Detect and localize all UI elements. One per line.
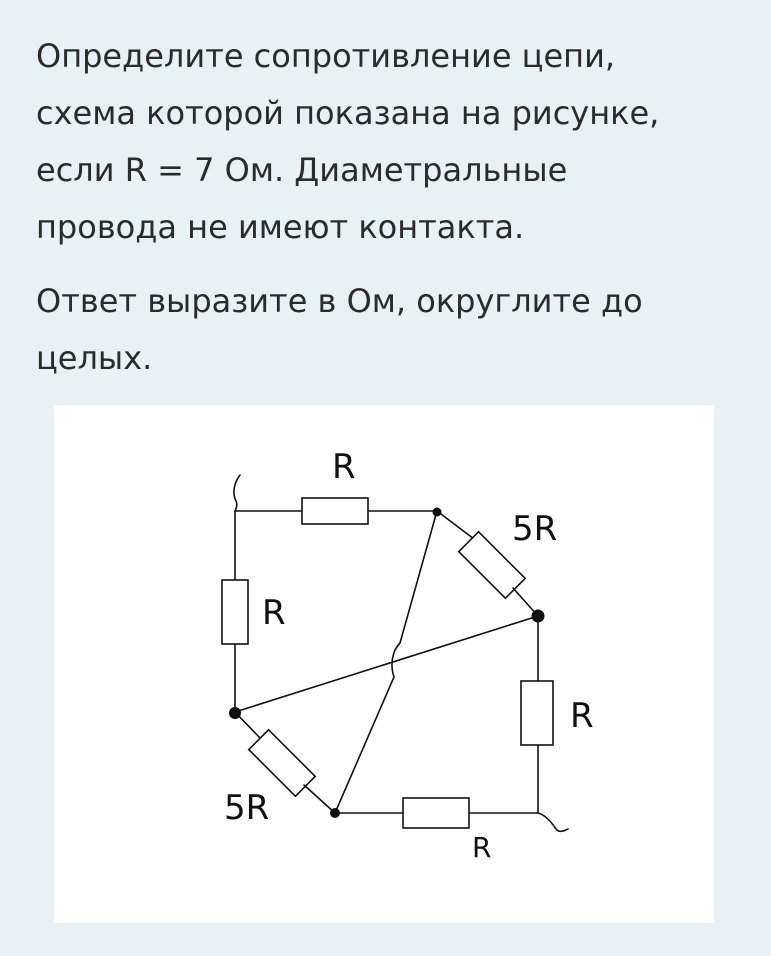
resistor-left bbox=[221, 579, 249, 645]
diagonal-wire-c-d bbox=[234, 615, 539, 713]
question-text: Определите сопротивление цепи, схема кот… bbox=[36, 28, 746, 387]
node-c bbox=[229, 707, 241, 719]
resistor-top-right bbox=[457, 530, 527, 600]
label-resistor-top-right: 5R bbox=[512, 509, 557, 549]
circuit-figure: R R 5R R 5R R bbox=[54, 405, 714, 923]
label-resistor-bottom: R bbox=[472, 831, 491, 864]
answer-instruction: Ответ выразите в Ом, округлите до целых. bbox=[36, 273, 746, 387]
resistor-bottom bbox=[402, 797, 470, 829]
node-d bbox=[531, 609, 545, 623]
question-line: схема которой показана на рисунке, bbox=[36, 94, 660, 132]
label-resistor-right: R bbox=[570, 696, 594, 736]
label-resistor-left: R bbox=[262, 593, 286, 633]
input-terminal bbox=[233, 474, 241, 512]
output-terminal bbox=[537, 812, 569, 833]
label-resistor-top: R bbox=[332, 447, 356, 487]
wire-tr-a bbox=[436, 510, 475, 540]
question-paragraph: Определите сопротивление цепи, схема кот… bbox=[36, 28, 746, 256]
resistor-right bbox=[520, 680, 554, 746]
label-resistor-bottom-left: 5R bbox=[224, 788, 269, 828]
diagonal-wire-b-f bbox=[334, 510, 438, 814]
node-b bbox=[432, 507, 442, 517]
answer-line: целых. bbox=[36, 339, 153, 377]
wire-bl-b bbox=[303, 784, 336, 814]
question-line: провода не имеют контакта. bbox=[36, 208, 525, 246]
resistor-top bbox=[301, 497, 369, 525]
node-f bbox=[330, 808, 340, 818]
answer-line: Ответ выразите в Ом, округлите до bbox=[36, 282, 643, 320]
circuit-diagram: R R 5R R 5R R bbox=[221, 447, 594, 864]
question-line: если R = 7 Ом. Диаметральные bbox=[36, 151, 568, 189]
question-line: Определите сопротивление цепи, bbox=[36, 37, 616, 75]
